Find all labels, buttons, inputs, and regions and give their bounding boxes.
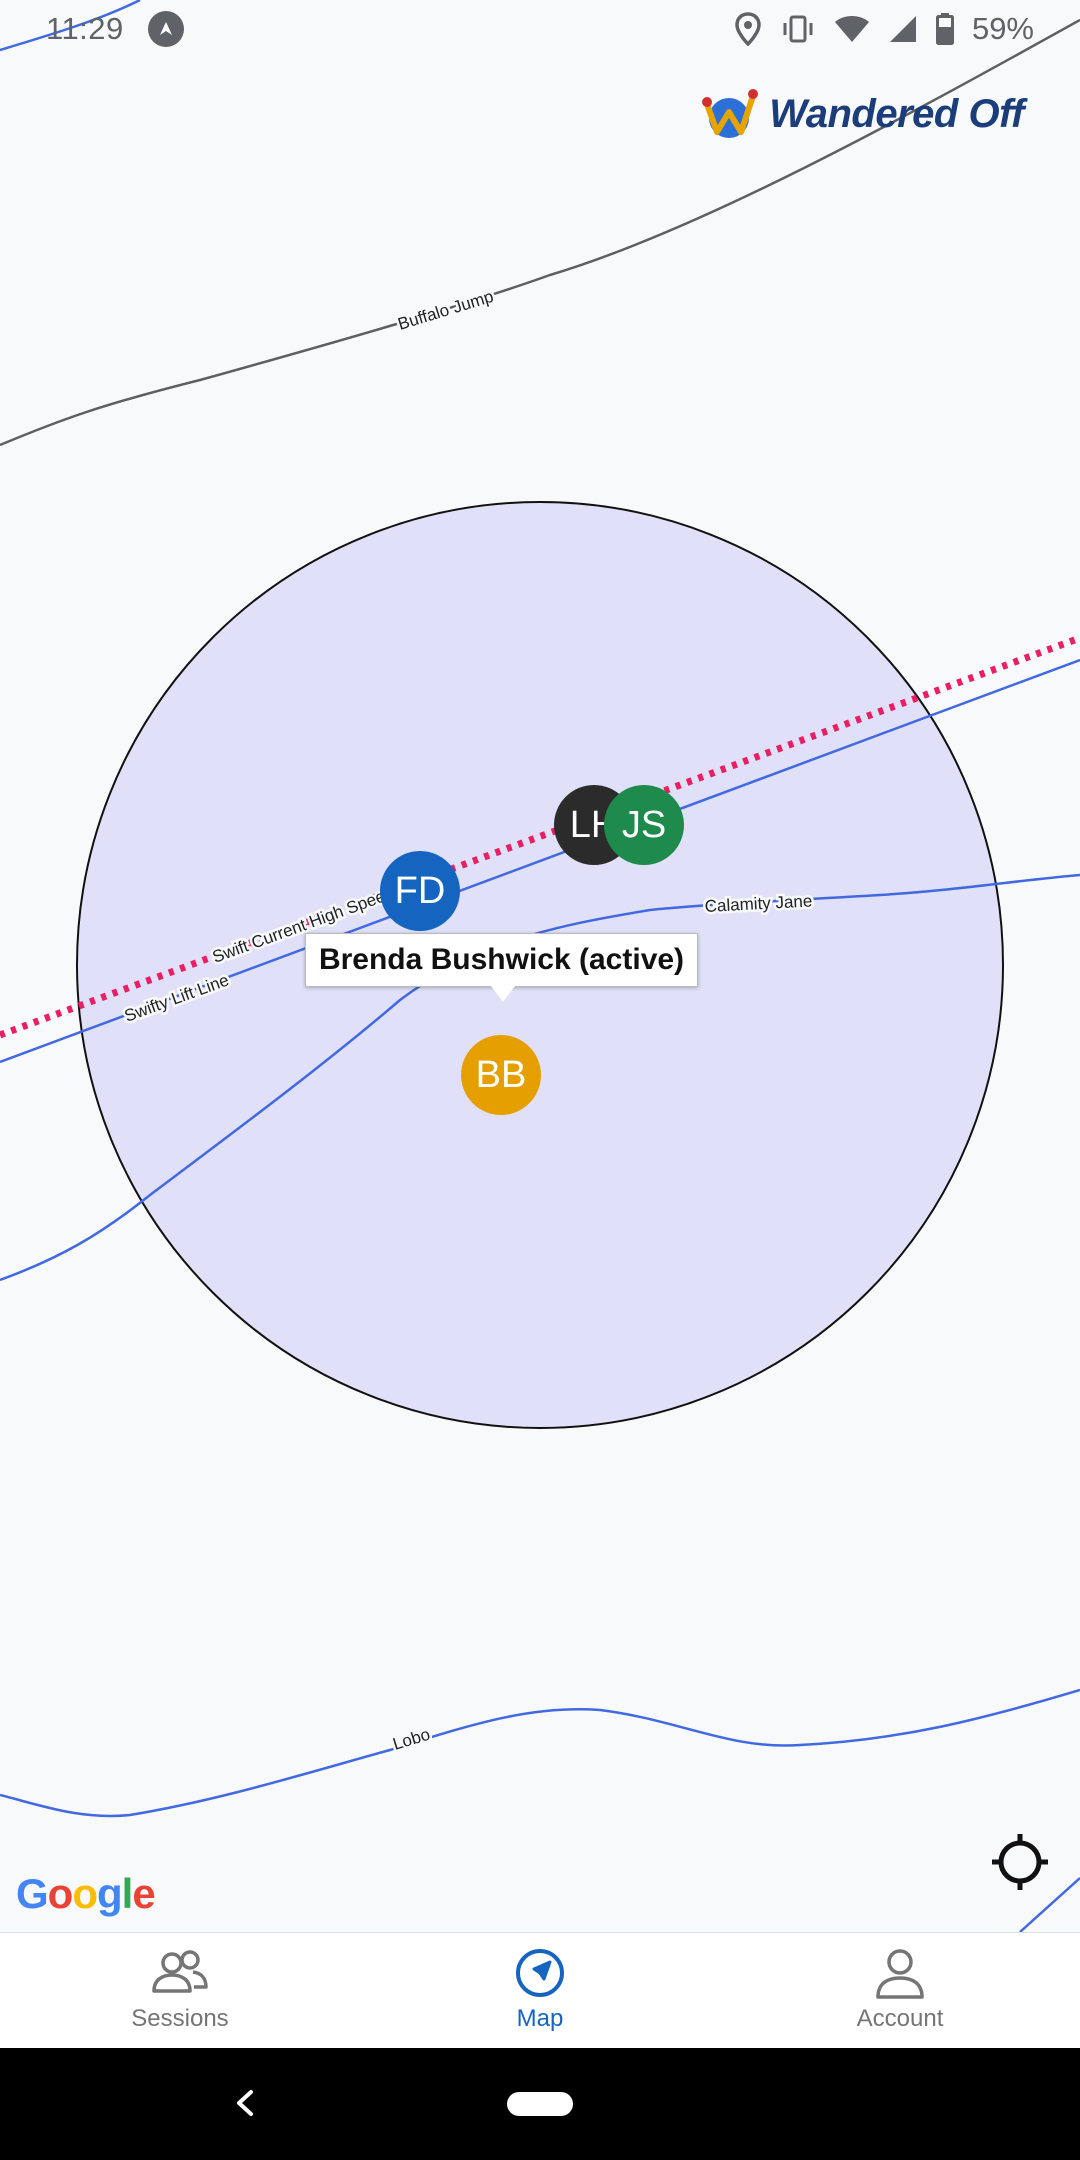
location-icon: [735, 12, 761, 46]
bottom-navigation: Sessions Map Account: [0, 1932, 1080, 2048]
navigation-arrow-icon: [516, 1949, 564, 1997]
nav-tab-sessions[interactable]: Sessions: [0, 1933, 360, 2048]
nav-tab-map[interactable]: Map: [360, 1933, 720, 2048]
trail-label-buffalo-jump: Buffalo Jump: [396, 287, 496, 334]
user-marker-js[interactable]: JS: [604, 785, 684, 865]
back-button[interactable]: [220, 2078, 270, 2128]
trail-label-lobo: Lobo: [391, 1725, 433, 1754]
status-time: 11:29: [46, 11, 124, 46]
battery-percentage: 59%: [971, 11, 1034, 46]
status-icons: 59%: [734, 11, 1034, 47]
battery-icon: [935, 13, 954, 45]
trail-line-top-left: [0, 0, 141, 52]
marker-info-window[interactable]: Brenda Bushwick (active): [305, 933, 698, 987]
crosshair-icon: [992, 1834, 1048, 1890]
nav-tab-account[interactable]: Account: [720, 1933, 1080, 2048]
user-marker-bb[interactable]: BB: [461, 1035, 541, 1115]
people-icon: [152, 1950, 208, 1993]
brand-name: Wandered Off: [769, 91, 1024, 136]
system-navigation-bar: [0, 2048, 1080, 2160]
person-icon: [876, 1949, 924, 1999]
nav-label-sessions: Sessions: [131, 2005, 229, 2032]
nav-label-account: Account: [856, 2005, 944, 2032]
trail-label-calamity-jane: Calamity Jane: [704, 891, 813, 916]
user-marker-fd[interactable]: FD: [380, 851, 460, 931]
my-location-button[interactable]: [990, 1832, 1054, 1896]
wifi-icon: [834, 16, 869, 42]
google-logo: Google: [16, 1870, 156, 1917]
home-button[interactable]: [507, 2092, 573, 2116]
info-window-title: Brenda Bushwick (active): [318, 943, 685, 976]
brand-logo: Wandered Off: [701, 86, 1024, 142]
trail-line-buffalo-jump[interactable]: [0, 18, 1080, 447]
back-chevron-icon: [237, 2090, 253, 2116]
cell-signal-icon: [889, 16, 916, 42]
nav-label-map: Map: [516, 2005, 564, 2032]
navigation-notification-icon: [147, 11, 184, 47]
lift-line-swifty[interactable]: [0, 658, 1080, 1064]
status-bar: 11:29 59%: [0, 0, 1080, 58]
wandered-off-logo-icon: [702, 89, 759, 138]
vibrate-icon: [783, 15, 813, 43]
trail-line-lobo[interactable]: [0, 1688, 1080, 1818]
map-view[interactable]: Buffalo Jump Swift Current High Spee Swi…: [0, 0, 1080, 1932]
trail-line-bottom-right: [1019, 1877, 1080, 1932]
info-window-pointer: [491, 986, 515, 1002]
